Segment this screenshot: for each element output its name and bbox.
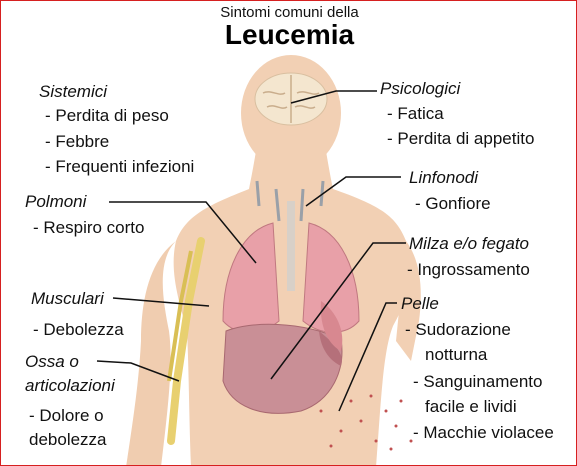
- milza-heading: Milza e/o fegato: [409, 233, 529, 255]
- ossa-heading-line1: Ossa o: [25, 351, 79, 373]
- sistemici-item: - Frequenti infezioni: [45, 156, 194, 178]
- pelle-item: notturna: [425, 344, 487, 366]
- muscolari-item: - Debolezza: [33, 319, 124, 341]
- pelle-item: facile e lividi: [425, 396, 517, 418]
- ossa-heading-line2: articolazioni: [25, 375, 115, 397]
- ossa-item: - Dolore o: [29, 405, 104, 427]
- polmoni-item: - Respiro corto: [33, 217, 144, 239]
- psicologici-heading: Psicologici: [380, 78, 460, 100]
- linfonodi-item: - Gonfiore: [415, 193, 491, 215]
- polmoni-heading: Polmoni: [25, 191, 86, 213]
- milza-item: - Ingrossamento: [407, 259, 530, 281]
- pelle-item: - Sanguinamento: [413, 371, 542, 393]
- muscolari-heading: Musculari: [31, 288, 104, 310]
- pelle-item: - Macchie violacee: [413, 422, 554, 444]
- sistemici-item: - Perdita di peso: [45, 105, 169, 127]
- diagram-title: Leucemia: [1, 19, 577, 51]
- psicologici-item: - Fatica: [387, 103, 444, 125]
- pelle-item: - Sudorazione: [405, 319, 511, 341]
- sistemici-heading: Sistemici: [39, 81, 107, 103]
- sistemici-item: - Febbre: [45, 131, 109, 153]
- pelle-heading: Pelle: [401, 293, 439, 315]
- ossa-item: debolezza: [29, 429, 107, 451]
- psicologici-item: - Perdita di appetito: [387, 128, 534, 150]
- linfonodi-heading: Linfonodi: [409, 167, 478, 189]
